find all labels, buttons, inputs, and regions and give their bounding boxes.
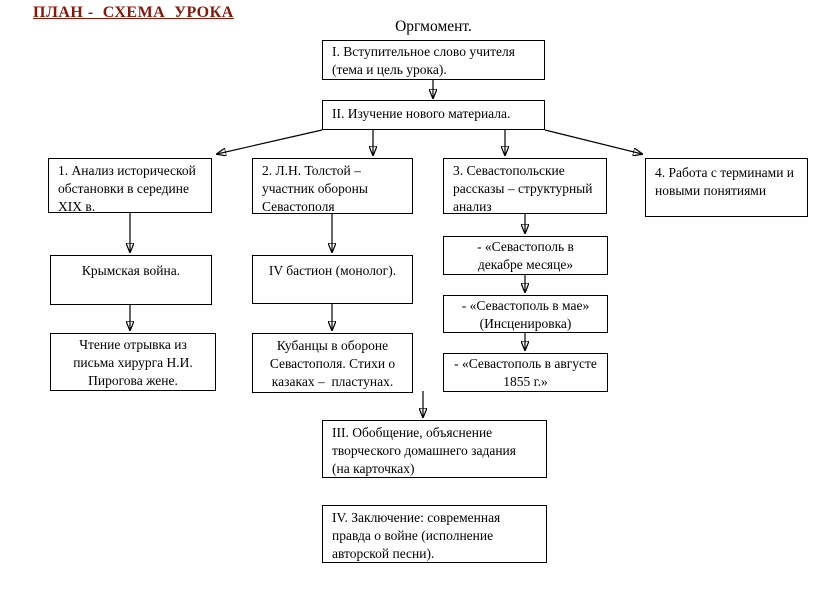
- node-bastion: IV бастион (монолог).: [252, 255, 413, 304]
- node-crimean-war: Крымская война.: [50, 255, 212, 305]
- node-step-i: I. Вступительное слово учителя(тема и це…: [322, 40, 545, 80]
- page-title: ПЛАН - СХЕМА УРОКА: [33, 4, 234, 21]
- node-step-ii: II. Изучение нового материала.: [322, 100, 545, 130]
- node-sevastopol-may: - «Севастополь в мае»(Инсценировка): [443, 295, 608, 333]
- connector-stepii-item1: [217, 129, 323, 154]
- org-moment-label: Оргмомент.: [395, 18, 472, 35]
- connector-stepii-item4: [544, 129, 642, 154]
